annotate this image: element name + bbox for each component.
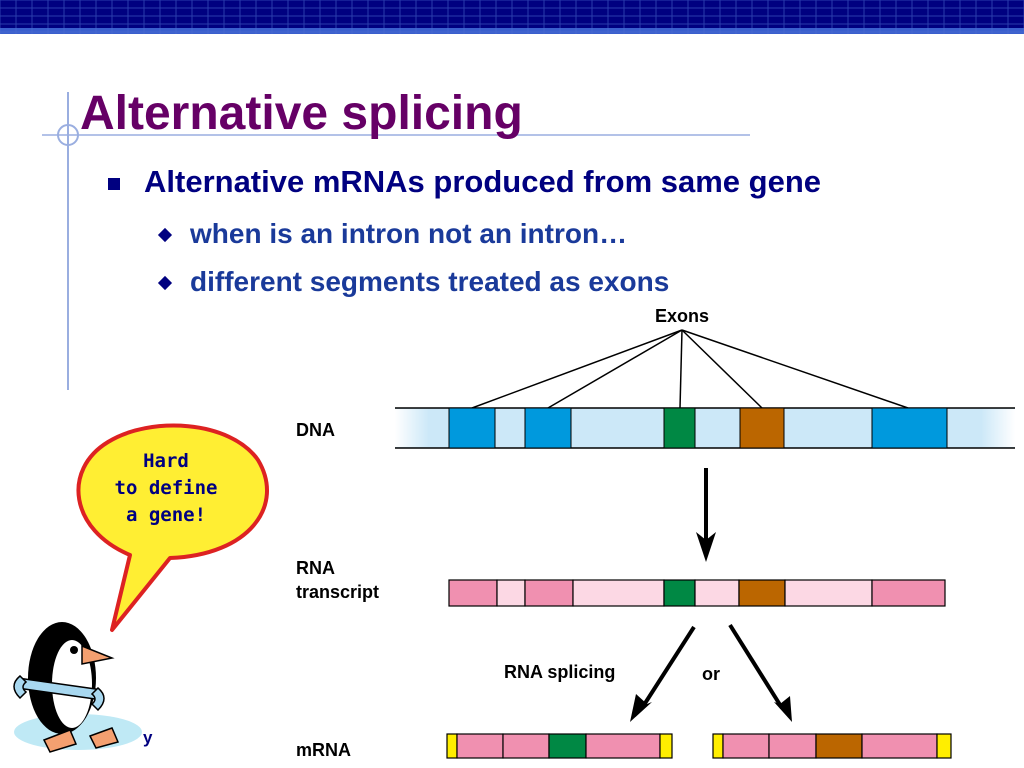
dna-exon-3: [663, 407, 696, 449]
mrna-label: mRNA: [296, 740, 351, 760]
rna-exon-3: [663, 579, 696, 607]
header-band: [0, 0, 1024, 34]
splicing-arrow-right: [728, 623, 792, 722]
dna-exon-4: [739, 407, 785, 449]
sub-bullet-2-text: different segments treated as exons: [190, 266, 670, 297]
bubble-text: Hard to define a gene!: [96, 448, 236, 529]
wrench-icon: [13, 674, 105, 712]
dna-exon-1: [448, 407, 496, 449]
rna-exon-2: [524, 579, 574, 607]
dna-strand: [395, 407, 1015, 449]
bubble-line-1: Hard: [143, 450, 189, 472]
rna-transcript: [448, 579, 946, 607]
bullet-main-text: Alternative mRNAs produced from same gen…: [144, 164, 822, 199]
rna-label-line2: transcript: [296, 582, 379, 602]
rna-exon-1: [448, 579, 498, 607]
dna-exon-5: [871, 407, 948, 449]
splicing-arrow-left: [630, 625, 696, 722]
bubble-line-3: a gene!: [125, 504, 207, 526]
speech-bubble: [76, 423, 269, 632]
sub-bullet-1-text: when is an intron not an intron…: [190, 218, 628, 249]
rna-exon-4: [738, 579, 786, 607]
exons-label: Exons: [655, 306, 709, 326]
mrna-variant-1: [446, 733, 673, 759]
penguin-mascot-icon: [13, 622, 142, 753]
rna-label-line1: RNA: [296, 558, 335, 578]
header-grid-pattern: [0, 0, 1024, 34]
bubble-line-2: to define: [114, 477, 218, 499]
dna-label: DNA: [296, 420, 335, 440]
square-bullet-icon: [108, 178, 120, 190]
or-label: or: [702, 664, 720, 684]
transcription-arrow: [696, 468, 716, 562]
slide-title: Alternative splicing: [80, 87, 523, 140]
exon-pointer-lines: [471, 329, 909, 409]
mrna-variant-2: [712, 733, 952, 759]
corner-letter: y: [143, 728, 153, 747]
dna-exon-2: [524, 407, 572, 449]
rna-exon-5: [871, 579, 946, 607]
splicing-label: RNA splicing: [504, 662, 615, 682]
